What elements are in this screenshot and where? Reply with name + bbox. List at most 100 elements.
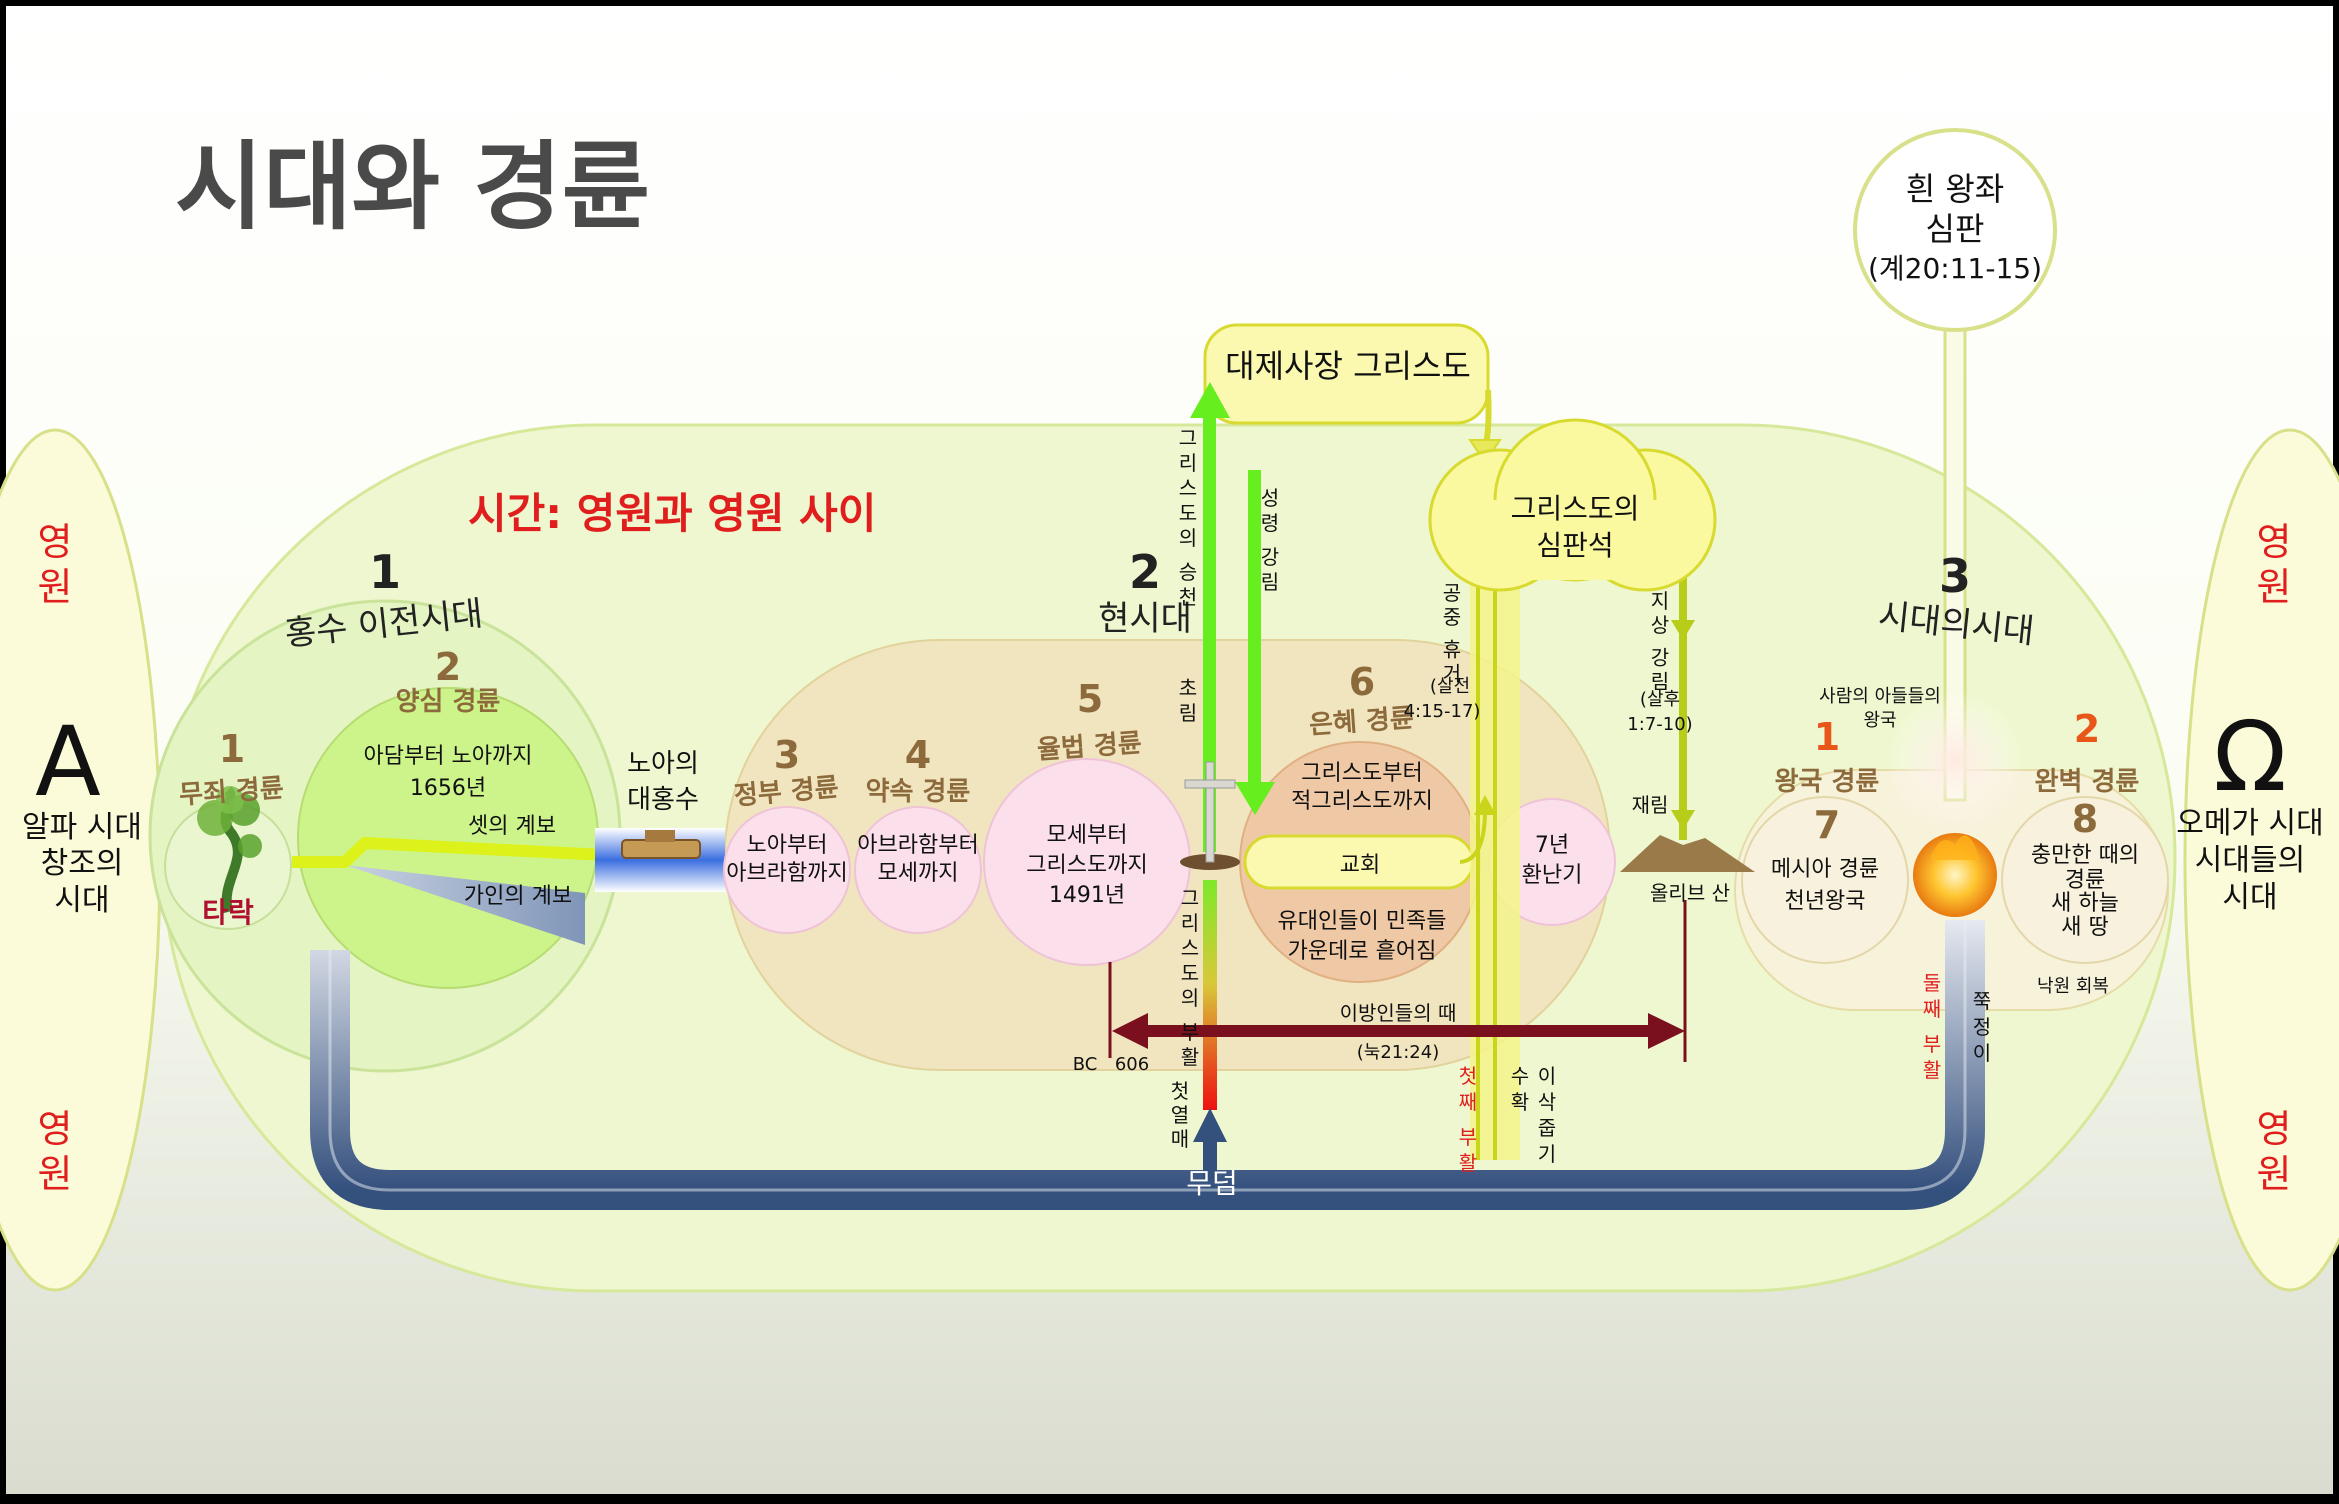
svg-text:재림: 재림 (1632, 793, 1669, 817)
svg-text:적그리스도까지: 적그리스도까지 (1291, 789, 1433, 814)
svg-text:낙원 회복: 낙원 회복 (2037, 976, 2109, 997)
grave-label: 무덤 (1186, 1167, 1238, 1200)
fall-label: 타락 (202, 896, 254, 929)
svg-text:경륜: 경륜 (2065, 868, 2105, 893)
svg-text:사람의 아들들의: 사람의 아들들의 (1819, 686, 1941, 707)
svg-text:셋의 계보: 셋의 계보 (468, 814, 556, 839)
spirit-arrow (1248, 470, 1261, 785)
eternity-right-top-char2: 원 (2257, 565, 2292, 609)
eternity-labels: 영 원 영 원 영 원 영 원 (38, 520, 2292, 1196)
seth-lineage-line (292, 837, 606, 868)
svg-text:심판: 심판 (1926, 210, 1985, 248)
age2-name: 현시대 (1098, 599, 1192, 639)
svg-text:BC: BC (1073, 1054, 1098, 1075)
olivet-mountain-icon (1620, 835, 1755, 872)
age2-number: 2 (1129, 545, 1161, 599)
svg-text:알파 시대: 알파 시대 (22, 810, 142, 845)
svg-text:(눅21:24): (눅21:24) (1357, 1042, 1439, 1063)
svg-text:7년: 7년 (1535, 833, 1569, 858)
eternity-left-bottom-char1: 영 (38, 1107, 73, 1151)
d4-circle (854, 806, 982, 934)
svg-text:메시아 경륜: 메시아 경륜 (1771, 857, 1879, 882)
svg-text:심판석: 심판석 (1536, 529, 1613, 562)
svg-text:완벽 경륜: 완벽 경륜 (2035, 767, 2140, 797)
svg-text:천년왕국: 천년왕국 (1785, 889, 1866, 914)
svg-text:무죄 경륜: 무죄 경륜 (178, 773, 285, 810)
svg-text:4: 4 (905, 733, 931, 777)
svg-text:노아의: 노아의 (627, 749, 699, 779)
subtitle: 시간: 영원과 영원 사이 (468, 489, 876, 538)
svg-text:6: 6 (1349, 660, 1375, 704)
d7-circle (1741, 796, 1909, 964)
cross-icon (1180, 761, 1240, 870)
svg-text:1: 1 (1814, 715, 1840, 759)
omega-label: Ω 오메가 시대 시대들의 시대 (2176, 701, 2324, 915)
svg-text:율법 경륜: 율법 경륜 (1036, 728, 1143, 765)
svg-text:아브라함부터: 아브라함부터 (857, 833, 978, 858)
svg-text:시대: 시대 (54, 883, 109, 918)
svg-text:모세부터: 모세부터 (1047, 823, 1128, 848)
white-throne-circle (1853, 128, 2057, 332)
eternity-right-oval (2183, 428, 2339, 1292)
church-label: 교회 (1340, 853, 1380, 878)
resurrection-bar (1203, 880, 1217, 1110)
high-priest-box (1203, 323, 1490, 425)
svg-text:(살후: (살후 (1640, 689, 1680, 710)
svg-text:시대들의: 시대들의 (2195, 843, 2305, 878)
svg-text:충만한 때의: 충만한 때의 (2031, 843, 2139, 868)
ark-icon (621, 830, 701, 859)
d8-circle (2001, 796, 2169, 964)
tree-of-knowledge-icon (197, 786, 262, 914)
svg-text:은혜 경륜: 은혜 경륜 (1308, 703, 1415, 740)
svg-text:2: 2 (435, 645, 461, 689)
svg-text:(계20:11-15): (계20:11-15) (1868, 252, 2042, 285)
svg-text:606: 606 (1115, 1054, 1149, 1075)
svg-text:Ω: Ω (2213, 701, 2286, 813)
svg-text:가운데로 흩어짐: 가운데로 흩어짐 (1288, 939, 1437, 964)
svg-text:환난기: 환난기 (1522, 863, 1583, 888)
dispensation-descriptions: 아담부터 노아까지 1656년 셋의 계보 가인의 계보 노아의 대홍수 노아부… (364, 686, 2140, 997)
svg-text:1491년: 1491년 (1049, 883, 1125, 908)
svg-text:4:15-17): 4:15-17) (1404, 701, 1481, 722)
dispensation-labels: 1 무죄 경륜 2 양심 경륜 3 정부 경륜 4 약속 경륜 5 율법 경륜 … (178, 645, 2139, 847)
svg-text:이방인들의 때: 이방인들의 때 (1340, 1001, 1457, 1025)
svg-text:약속 경륜: 약속 경륜 (866, 777, 971, 807)
eternity-right-bottom-char2: 원 (2257, 1152, 2292, 1196)
svg-text:3: 3 (774, 733, 800, 777)
svg-text:유대인들이 민족들: 유대인들이 민족들 (1278, 909, 1447, 934)
svg-text:왕국: 왕국 (1863, 710, 1896, 731)
svg-text:시대: 시대 (2222, 880, 2277, 915)
svg-text:새 땅: 새 땅 (2061, 915, 2108, 940)
svg-text:(살전: (살전 (1430, 676, 1470, 697)
svg-text:5: 5 (1077, 677, 1103, 721)
ascension-arrow (1203, 412, 1216, 852)
svg-text:흰 왕좌: 흰 왕좌 (1906, 170, 2005, 208)
svg-text:가인의 계보: 가인의 계보 (464, 884, 572, 909)
svg-text:그리스도부터: 그리스도부터 (1301, 761, 1422, 786)
eternity-left-top-char2: 원 (38, 565, 73, 609)
svg-text:A: A (35, 706, 101, 818)
event-labels: 대제사장 그리스도 그리스도의 심판석 흰 왕좌 심판 (계20:11-15) … (1073, 170, 2042, 1200)
svg-text:대홍수: 대홍수 (627, 785, 699, 815)
age1-number: 1 (369, 545, 401, 599)
svg-text:왕국 경륜: 왕국 경륜 (1775, 767, 1880, 797)
eternity-left-bottom-char2: 원 (38, 1152, 73, 1196)
svg-text:그리스도의: 그리스도의 (1511, 492, 1640, 525)
svg-text:노아부터: 노아부터 (747, 833, 828, 858)
svg-text:그리스도까지: 그리스도까지 (1026, 853, 1147, 878)
svg-text:2: 2 (2074, 707, 2100, 751)
judgment-seat-cloud (1428, 418, 1717, 592)
page-title: 시대와 경륜 (175, 131, 650, 243)
eternity-left-top-char1: 영 (38, 520, 73, 564)
